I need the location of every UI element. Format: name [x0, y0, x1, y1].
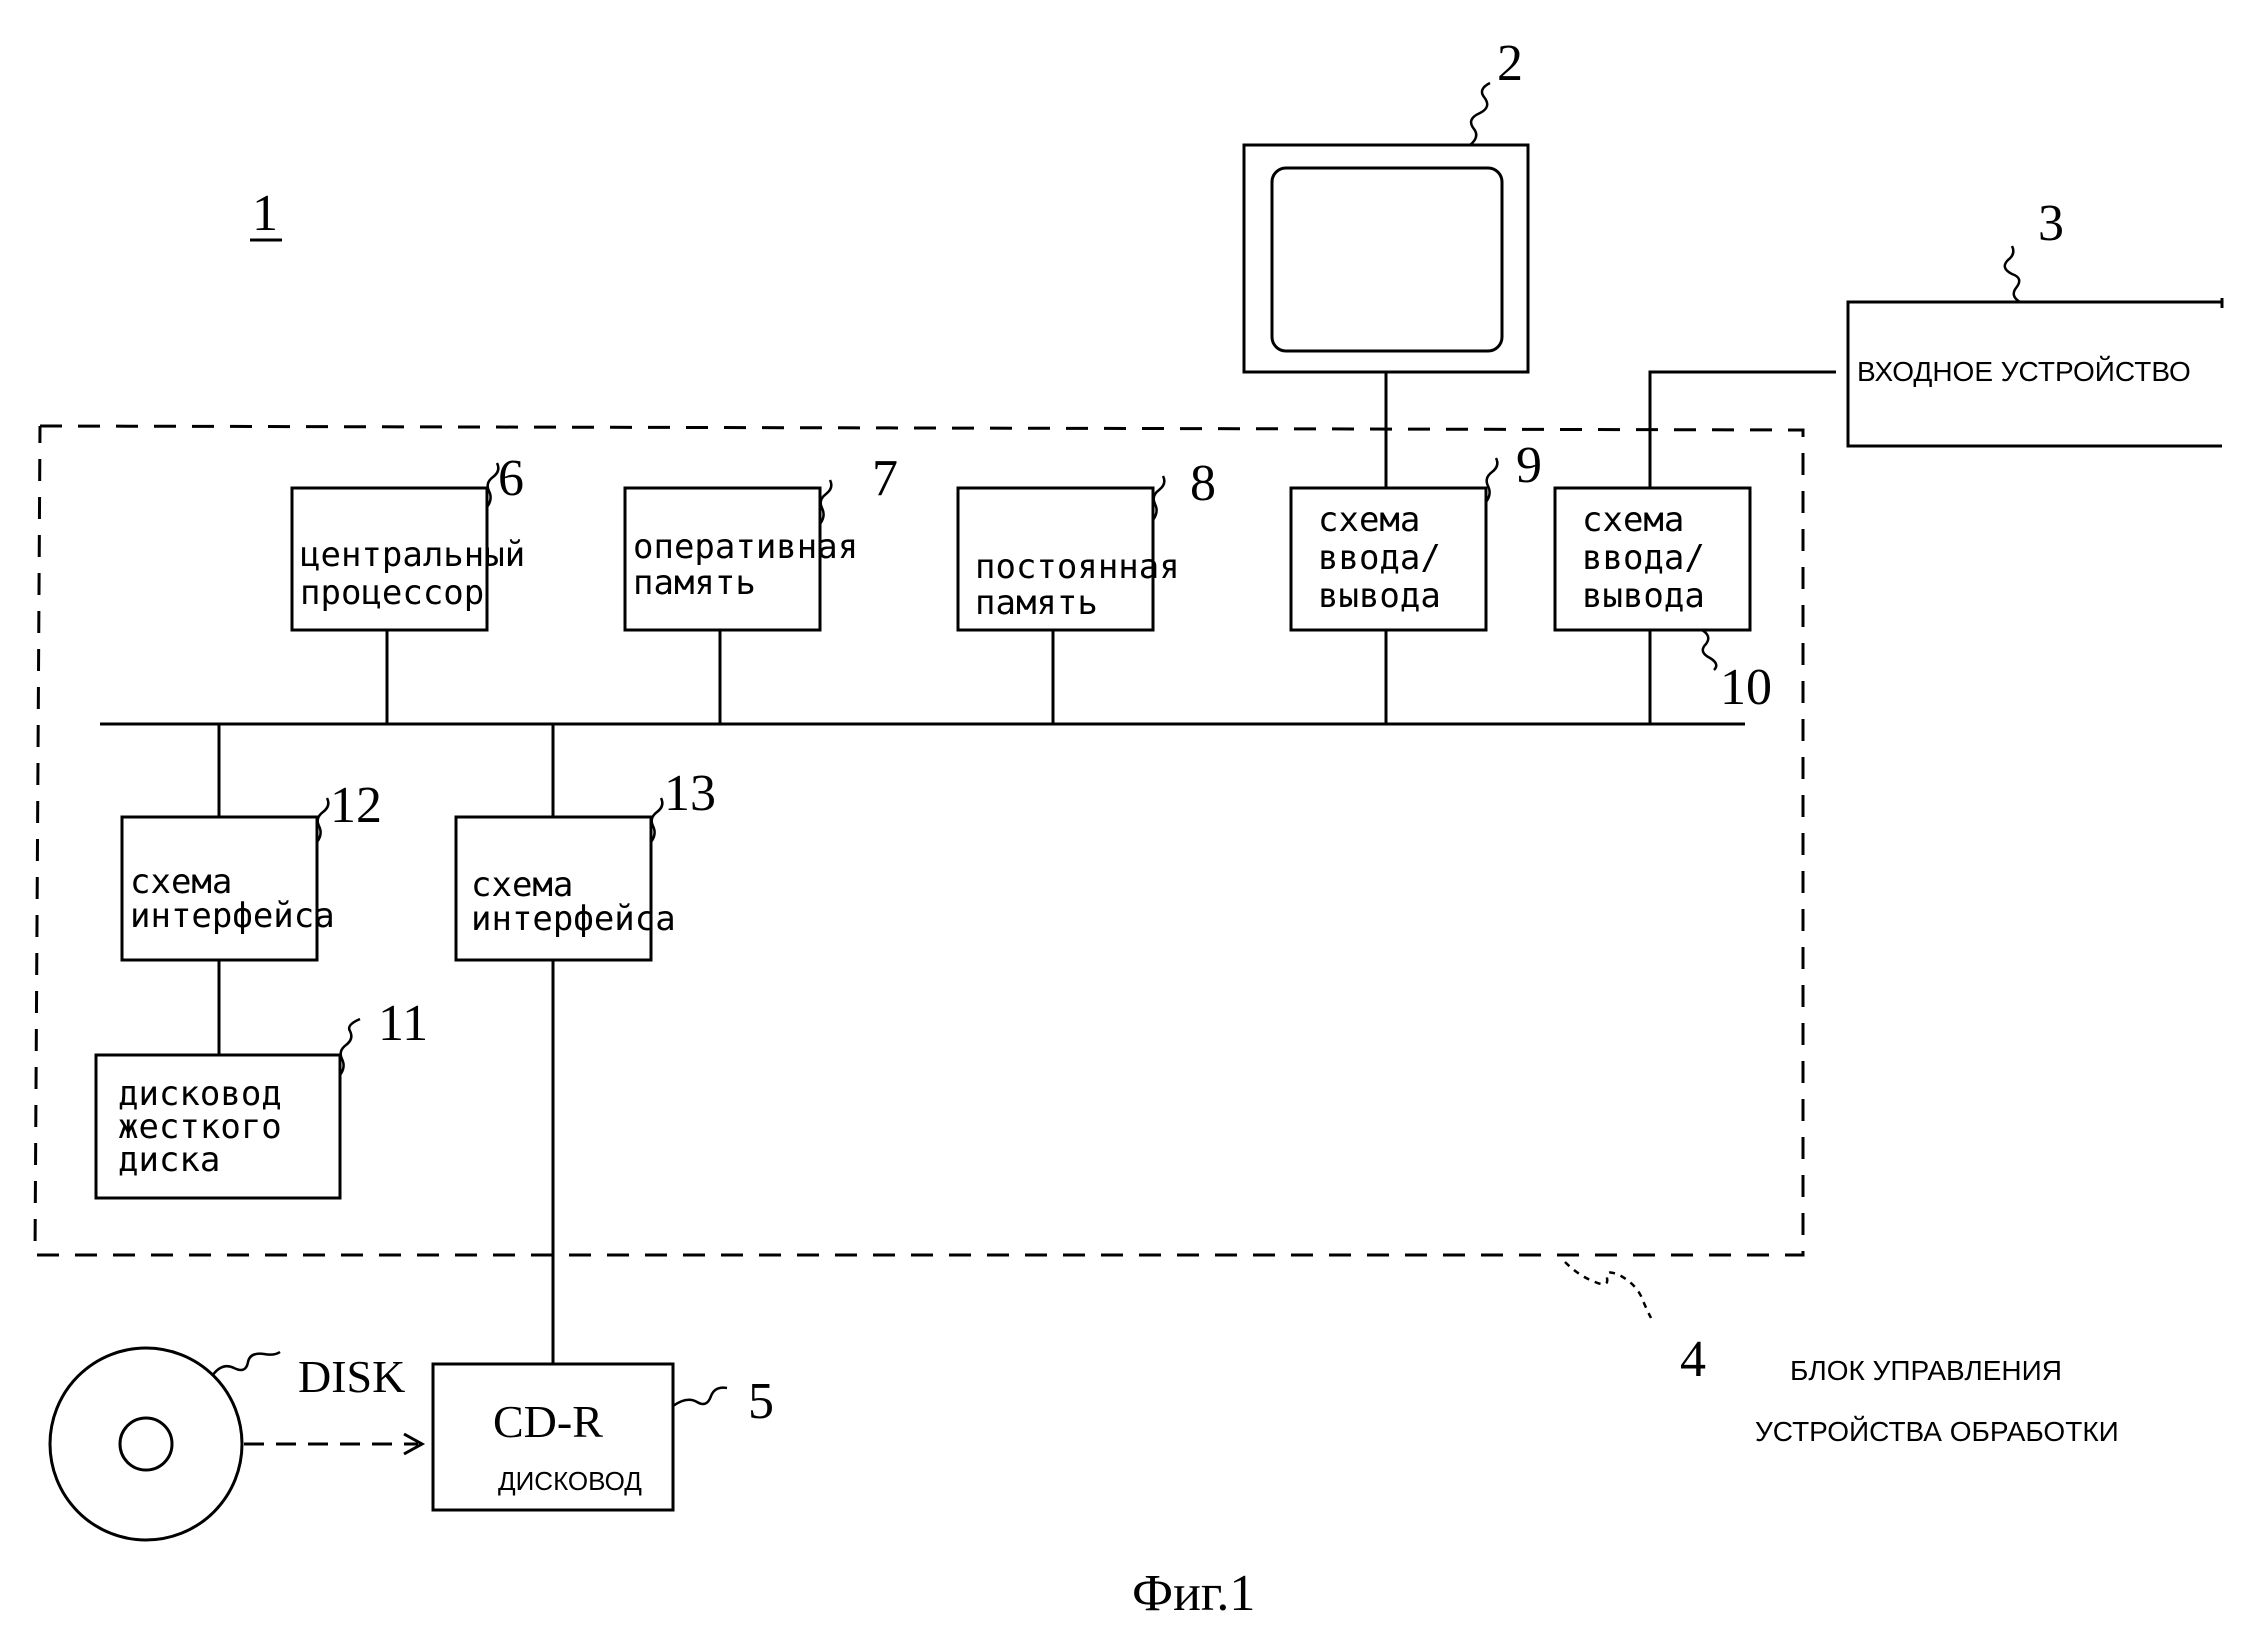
- hdd-leader: [340, 1019, 360, 1075]
- cdr-subtitle: ДИСКОВОД: [498, 1466, 642, 1496]
- rom-number: 8: [1190, 455, 1216, 512]
- io10-leader: [1702, 630, 1716, 670]
- control-unit-label-line-2: УСТРОЙСТВА ОБРАБОТКИ: [1755, 1416, 2119, 1447]
- ram-number: 7: [872, 450, 898, 507]
- io10-label-line-2: ввода/: [1582, 538, 1705, 578]
- monitor: 2: [1244, 35, 1528, 372]
- rom-label-line-2: память: [975, 583, 1098, 623]
- io10-number: 10: [1720, 659, 1772, 716]
- io9-leader: [1486, 458, 1497, 502]
- if13-leader: [651, 798, 662, 842]
- io-block-9: схема ввода/ вывода 9: [1291, 437, 1542, 630]
- input-device: ВХОДНОЕ УСТРОЙСТВО 3: [1848, 195, 2222, 446]
- ram-label-line-1: оперативная: [633, 527, 858, 567]
- figure-caption: Фиг.1: [1132, 1565, 1255, 1622]
- cdr-number: 5: [748, 1373, 774, 1430]
- if13-label-line-2: интерфейса: [471, 899, 676, 939]
- cpu-label-line-1: центральный: [300, 535, 525, 575]
- cpu-leader: [487, 463, 498, 507]
- io-block-10: схема ввода/ вывода 10: [1555, 488, 1772, 716]
- rom-label-line-1: постоянная: [975, 547, 1180, 587]
- ram-block: оперативная память 7: [625, 450, 898, 630]
- io9-label-line-3: вывода: [1318, 576, 1441, 616]
- hdd-label-line-3: диска: [118, 1140, 220, 1180]
- monitor-number: 2: [1497, 35, 1523, 92]
- io9-number: 9: [1516, 437, 1542, 494]
- control-unit-leader: [1565, 1262, 1651, 1318]
- io10-label-line-1: схема: [1582, 500, 1684, 540]
- ram-leader: [820, 480, 831, 524]
- rom-block: постоянная память 8: [958, 455, 1216, 630]
- cdr-drive: CD-R ДИСКОВОД 5: [433, 1364, 774, 1510]
- control-unit-label-line-1: БЛОК УПРАВЛЕНИЯ: [1790, 1355, 2062, 1386]
- rom-leader: [1153, 476, 1164, 520]
- if13-number: 13: [664, 765, 716, 822]
- if12-label-line-2: интерфейса: [130, 896, 335, 936]
- system-number: 1: [252, 185, 278, 242]
- disk-leader: [212, 1352, 280, 1376]
- cpu-block: центральный процессор 6: [292, 450, 525, 630]
- hdd-block: дисковод жесткого диска 11: [96, 995, 428, 1198]
- interface-block-12: схема интерфейса 12: [122, 777, 382, 960]
- input-device-label: ВХОДНОЕ УСТРОЙСТВО: [1857, 356, 2191, 387]
- disk: DISK: [50, 1348, 422, 1540]
- cpu-number: 6: [498, 450, 524, 507]
- monitor-leader: [1470, 83, 1490, 145]
- interface-block-13: схема интерфейса 13: [456, 765, 716, 960]
- if12-number: 12: [330, 777, 382, 834]
- disk-label: DISK: [298, 1351, 405, 1402]
- cdr-title: CD-R: [493, 1396, 603, 1447]
- if12-leader: [317, 798, 328, 842]
- cdr-leader: [673, 1388, 727, 1406]
- ram-label-line-2: память: [633, 563, 756, 603]
- cpu-label-line-2: процессор: [300, 573, 484, 613]
- io10-label-line-3: вывода: [1582, 576, 1705, 616]
- input-leader: [2005, 246, 2020, 302]
- io9-label-line-2: ввода/: [1318, 538, 1441, 578]
- input-number: 3: [2038, 195, 2064, 252]
- control-unit-number: 4: [1680, 1331, 1706, 1388]
- io9-label-line-1: схема: [1318, 500, 1420, 540]
- hdd-number: 11: [378, 995, 428, 1052]
